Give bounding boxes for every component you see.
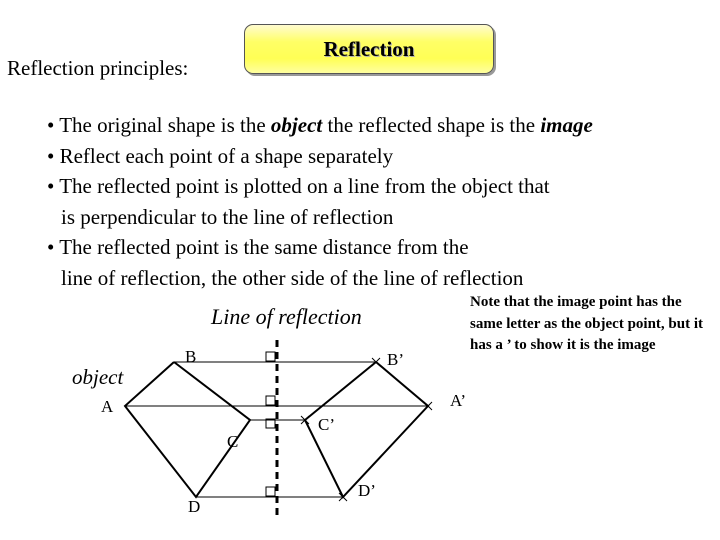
point-label-d-prime: D’: [358, 481, 376, 500]
cross-marker: [338, 492, 348, 502]
bullet-text: the reflected shape is the: [322, 113, 541, 137]
point-label-c: C: [227, 432, 238, 451]
right-angle-marker: [265, 418, 276, 429]
cross-marker: [371, 357, 381, 367]
bullet-list: • The original shape is the object the r…: [47, 110, 707, 293]
bullet-text: • Reflect each point of a shape separate…: [47, 143, 394, 168]
point-label-a-prime: A’: [450, 391, 466, 410]
point-label-d: D: [188, 497, 200, 516]
bullet-emphasis: image: [540, 113, 593, 137]
note-text: Note that the image point has the same l…: [470, 294, 704, 353]
bullet-line: line of reflection, the other side of th…: [47, 263, 707, 294]
object-label: object: [72, 365, 124, 389]
bullet-text: is perpendicular to the line of reflecti…: [61, 204, 394, 229]
right-angle-marker: [265, 395, 276, 406]
cross-marker: [423, 401, 433, 411]
point-label-b: B: [185, 347, 196, 366]
bullet-text: • The reflected point is plotted on a li…: [47, 174, 550, 198]
cross-marker: [300, 415, 310, 425]
bullet-line: • The original shape is the object the r…: [47, 110, 707, 141]
slide-title: Reflection: [323, 36, 415, 61]
point-label-c-prime: C’: [318, 415, 335, 434]
line-of-reflection-label: Line of reflection: [210, 304, 362, 329]
right-angle-marker: [265, 351, 276, 362]
point-label-b-prime: B’: [387, 350, 404, 369]
point-label-a: A: [101, 397, 114, 416]
bullet-line: • Reflect each point of a shape separate…: [47, 141, 707, 172]
right-angle-marker: [265, 486, 276, 497]
bullet-text: • The original shape is the: [47, 113, 271, 137]
bullet-line: • The reflected point is the same distan…: [47, 232, 707, 263]
title-box: Reflection: [244, 24, 494, 74]
bullet-text: line of reflection, the other side of th…: [61, 265, 524, 290]
bullet-emphasis: object: [270, 113, 323, 137]
object-shape: [123, 361, 252, 499]
bullet-line: • The reflected point is plotted on a li…: [47, 171, 707, 202]
bullet-line: is perpendicular to the line of reflecti…: [47, 202, 707, 233]
bullet-text: • The reflected point is the same distan…: [47, 235, 469, 259]
principles-label: Reflection principles:: [7, 56, 189, 80]
